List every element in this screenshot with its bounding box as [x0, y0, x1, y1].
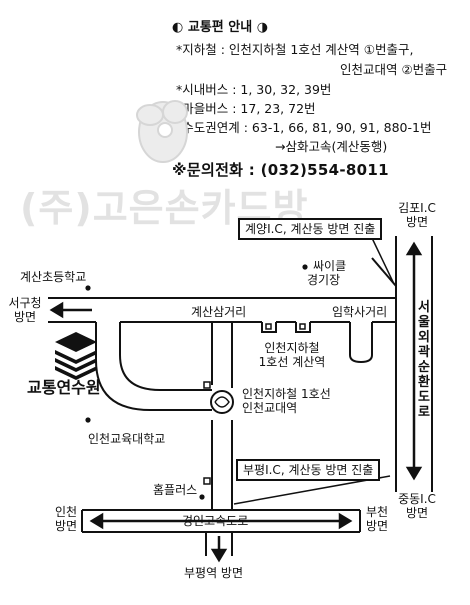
gyesan-exit-stub-1	[261, 322, 277, 333]
cycle-stadium-dot	[302, 264, 308, 270]
arrow-up-gimpo-icon	[405, 241, 423, 256]
gyeyang-ic-callout: 계양I.C, 계산동 방면 진출	[238, 218, 383, 240]
mascot-logo	[136, 100, 188, 163]
bucheon-dir-line2: 방면	[365, 519, 389, 533]
expressway-edges	[82, 509, 360, 533]
contact-phone: ※문의전화 : (032)554-8011	[172, 161, 389, 179]
central-road-lower	[211, 420, 233, 510]
elementary-school-dot	[85, 285, 91, 291]
jungdong-ic-line2: 방면	[405, 506, 429, 520]
central-road-upper	[211, 322, 233, 388]
arrow-down-bupyeong-icon	[210, 548, 228, 563]
ring-road-char: 곽	[418, 345, 430, 360]
seogu-office-label: 서구청 방면	[3, 296, 47, 324]
arrow-down-jungdong-icon	[405, 466, 423, 481]
metro-bus-info-line2: →삼화고속(계산동행)	[275, 139, 388, 154]
village-bus-info: *마을버스 : 17, 23, 72번	[176, 101, 316, 116]
outer-ring-road-edges	[395, 236, 433, 492]
gyesan-station-label: 인천지하철 1호선 계산역	[254, 341, 330, 369]
ring-road-char: 외	[418, 330, 430, 345]
expressway-label: 경인고속도로	[182, 514, 249, 528]
gimpo-ic-line2: 방면	[405, 215, 429, 229]
gyesan-samgeori-label: 계산삼거리	[191, 305, 247, 319]
arrow-left-incheon-icon	[89, 512, 104, 530]
incheon-edu-station-line2: 인천교대역	[242, 401, 298, 415]
station-exit-square-1	[203, 381, 211, 389]
subway-info-line1: *지하철 : 인천지하철 1호선 계산역 ①번출구,	[176, 42, 414, 57]
incheon-edu-station-line1: 인천지하철 1호선	[242, 387, 331, 401]
incheon-dir-line2: 방면	[54, 519, 78, 533]
seogu-office-line1: 서구청	[8, 296, 42, 310]
bupyeong-exit-road	[205, 532, 233, 556]
outer-ring-road-label: 서 울 외 곽 순 환 도 로	[417, 300, 431, 420]
ring-road-char: 서	[418, 300, 430, 315]
expressway-ends	[81, 510, 361, 532]
gyesan-exit-stub-2	[295, 322, 311, 333]
arrow-left-seogu-icon	[49, 301, 64, 319]
subway-info-line2: 인천교대역 ②번출구	[340, 62, 448, 77]
road-network	[48, 236, 433, 556]
arrow-right-bucheon-icon	[338, 512, 353, 530]
homeplus-label: 홈플러스	[153, 483, 198, 497]
homeplus-dot	[199, 494, 205, 500]
ring-road-char: 울	[418, 315, 430, 330]
elementary-school-label: 계산초등학교	[20, 270, 87, 284]
gyesan-station-line1: 인천지하철	[264, 341, 320, 355]
ring-road-char: 환	[418, 375, 430, 390]
gimpo-ic-label: 김포I.C 방면	[397, 201, 437, 229]
incheon-dir-line1: 인천	[54, 505, 78, 519]
cycle-stadium-line1: 싸이클	[313, 259, 347, 273]
cycle-stadium-label: 싸이클 경기장	[307, 259, 347, 287]
cycle-stadium-line2: 경기장	[307, 273, 341, 287]
edu-university-dot	[85, 417, 91, 423]
building-stack-icon	[55, 332, 97, 380]
bupyeong-station-direction-label: 부평역 방면	[184, 566, 244, 580]
station-exit-square-2	[203, 477, 211, 485]
half-circle-right-icon: ◑	[256, 20, 269, 35]
left-curve-road-inner	[119, 322, 212, 391]
jungdong-ic-line1: 중동I.C	[398, 492, 436, 506]
incheon-edu-station-label: 인천지하철 1호선 인천교대역	[242, 387, 331, 415]
half-circle-icon: ◐	[172, 20, 184, 35]
bucheon-direction-label: 부천 방면	[361, 505, 393, 533]
city-bus-info: *시내버스 : 1, 30, 32, 39번	[176, 82, 332, 97]
imhak-branch-road	[349, 322, 373, 364]
gyesan-station-line2: 1호선 계산역	[258, 355, 326, 369]
incheon-direction-label: 인천 방면	[50, 505, 82, 533]
info-title: ◐ 교통편 안내 ◑	[172, 21, 268, 35]
jungdong-ic-label: 중동I.C 방면	[395, 492, 439, 520]
gimpo-ic-line1: 김포I.C	[398, 201, 436, 215]
ring-road-char: 순	[418, 360, 430, 375]
ring-road-char: 도	[418, 390, 430, 405]
subway-station-marker	[210, 390, 234, 414]
edu-university-label: 인천교육대학교	[88, 432, 166, 446]
bupyeong-ic-callout: 부평I.C, 계산동 방면 진출	[236, 459, 381, 481]
ring-road-char: 로	[418, 405, 430, 420]
route-arrows	[49, 241, 423, 563]
imhak-sageori-label: 임학사거리	[332, 305, 388, 319]
seogu-office-line2: 방면	[13, 310, 37, 324]
gyesan-exit-square-1	[265, 323, 272, 330]
info-title-text: 교통편 안내	[187, 20, 253, 35]
bucheon-dir-line1: 부천	[365, 505, 389, 519]
venue-name: 교통연수원	[27, 378, 101, 397]
left-curve-road-outer	[95, 322, 212, 411]
gyesan-exit-square-2	[299, 323, 306, 330]
metro-bus-info-line1: *수도권연계 : 63-1, 66, 81, 90, 91, 880-1번	[176, 120, 432, 135]
